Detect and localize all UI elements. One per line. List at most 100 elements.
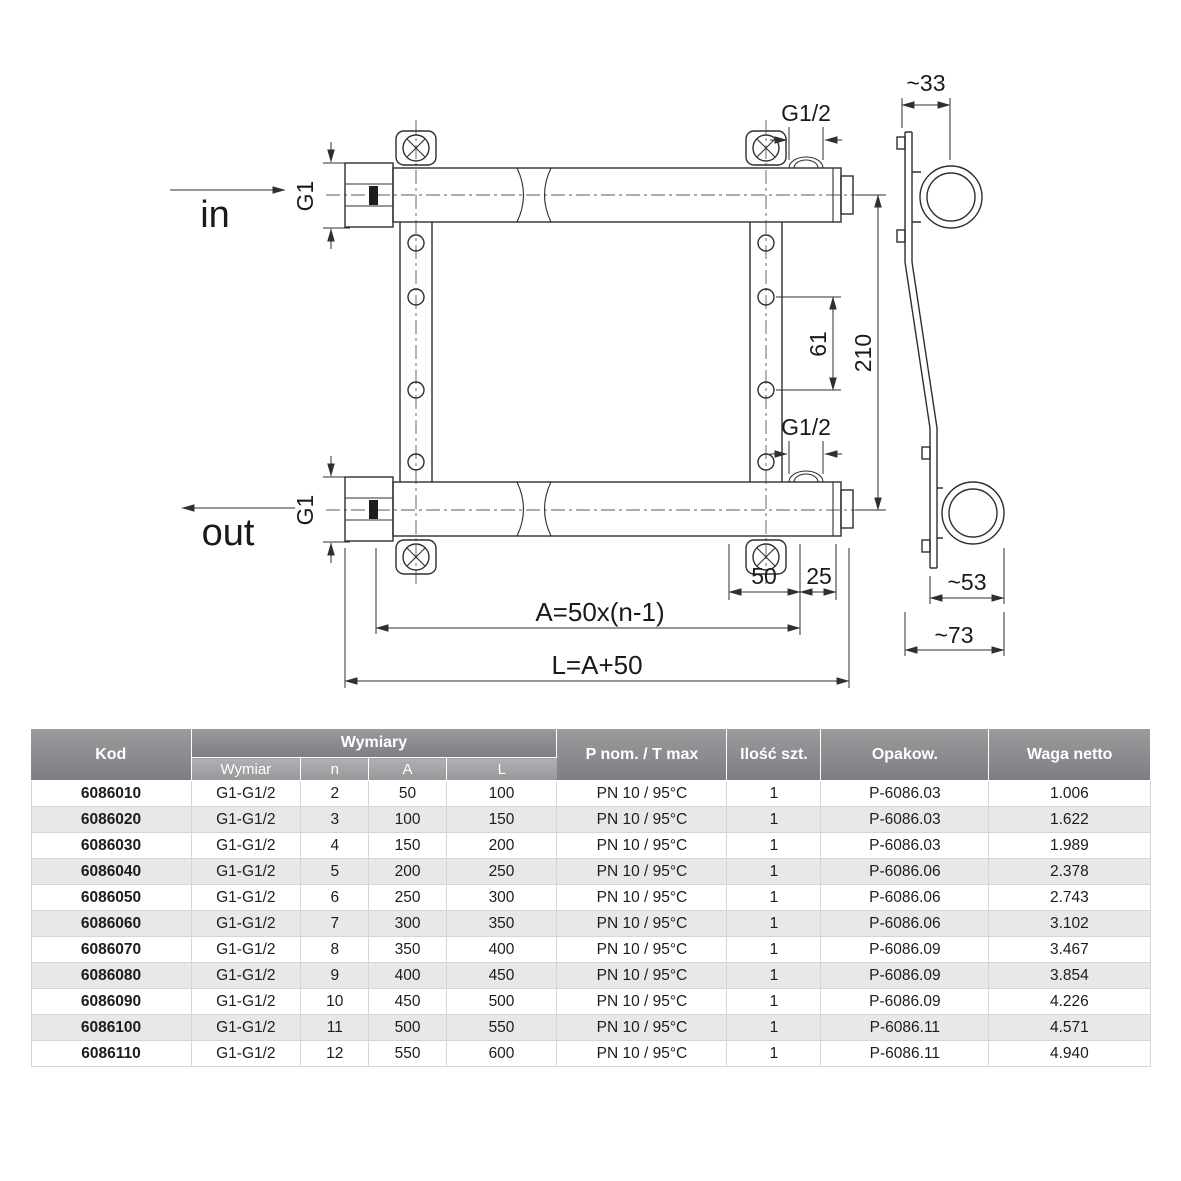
table-cell: 150 <box>368 832 447 859</box>
table-cell: 300 <box>445 884 558 911</box>
dim-label-g12-top: G1/2 <box>781 100 831 126</box>
dim-210 <box>856 194 886 511</box>
table-cell: 1 <box>726 780 822 807</box>
table-cell: 350 <box>368 936 447 963</box>
table-cell: PN 10 / 95°C <box>556 910 728 937</box>
table-cell: G1-G1/2 <box>190 988 302 1015</box>
dim-label-53: ~53 <box>947 569 986 595</box>
table-cell: 1.006 <box>988 780 1151 807</box>
table-cell: P-6086.03 <box>820 832 990 859</box>
table-cell: 200 <box>368 858 447 885</box>
table-cell: P-6086.11 <box>820 1040 990 1067</box>
table-cell: P-6086.11 <box>820 1014 990 1041</box>
table-cell: 1 <box>726 832 822 859</box>
table-cell: 1 <box>726 806 822 833</box>
table-cell: 6086070 <box>30 936 192 963</box>
dim-61 <box>776 296 841 391</box>
table-cell: PN 10 / 95°C <box>556 832 728 859</box>
table-cell: 100 <box>445 780 558 807</box>
table-cell: 400 <box>368 962 447 989</box>
table-cell: 6086080 <box>30 962 192 989</box>
col-header-wymiary: Wymiary <box>191 729 558 758</box>
g1-dim-bottom <box>323 456 350 563</box>
spec-table-header: Kod Wymiary P nom. / T max Ilość szt. Op… <box>31 729 1150 781</box>
table-cell: G1-G1/2 <box>190 832 302 859</box>
table-cell: 350 <box>445 910 558 937</box>
table-cell: G1-G1/2 <box>190 806 302 833</box>
technical-drawing: in out G1 G1 G1/2 <box>170 70 1005 688</box>
table-cell: 11 <box>300 1014 370 1041</box>
col-subheader-wymiar: Wymiar <box>191 757 302 781</box>
dim-73 <box>904 612 1005 656</box>
dim-label-g1-top: G1 <box>292 181 318 212</box>
table-cell: 250 <box>445 858 558 885</box>
dim-53 <box>929 548 1005 604</box>
dim-l <box>344 548 850 688</box>
table-cell: G1-G1/2 <box>190 962 302 989</box>
table-cell: 6086110 <box>30 1040 192 1067</box>
table-cell: 550 <box>445 1014 558 1041</box>
table-cell: G1-G1/2 <box>190 884 302 911</box>
table-cell: 450 <box>368 988 447 1015</box>
table-cell: 9 <box>300 962 370 989</box>
g12-dim-top <box>770 127 842 160</box>
col-header-pnom: P nom. / T max <box>556 729 728 781</box>
table-cell: 100 <box>368 806 447 833</box>
table-cell: 4.940 <box>988 1040 1151 1067</box>
table-cell: 8 <box>300 936 370 963</box>
table-cell: 3 <box>300 806 370 833</box>
right-bracket <box>745 130 787 575</box>
table-cell: PN 10 / 95°C <box>556 936 728 963</box>
table-cell: 450 <box>445 962 558 989</box>
centerlines <box>326 120 866 585</box>
table-cell: 300 <box>368 910 447 937</box>
col-subheader-a: A <box>368 757 447 781</box>
table-cell: 150 <box>445 806 558 833</box>
top-manifold-pipe <box>344 156 854 228</box>
table-cell: PN 10 / 95°C <box>556 858 728 885</box>
col-header-opakow: Opakow. <box>820 729 990 781</box>
table-cell: 6086100 <box>30 1014 192 1041</box>
col-header-waga: Waga netto <box>988 729 1150 781</box>
table-cell: 1 <box>726 1014 822 1041</box>
g1-dim-top <box>323 142 350 249</box>
dim-label-l: L=A+50 <box>551 650 642 680</box>
table-cell: 2.378 <box>988 858 1151 885</box>
label-flow-in: in <box>200 194 230 236</box>
table-cell: PN 10 / 95°C <box>556 780 728 807</box>
table-cell: 7 <box>300 910 370 937</box>
dim-label-50: 50 <box>751 563 777 589</box>
table-cell: 1 <box>726 858 822 885</box>
table-cell: 3.467 <box>988 936 1151 963</box>
table-cell: 4.226 <box>988 988 1151 1015</box>
table-cell: 6 <box>300 884 370 911</box>
table-cell: 12 <box>300 1040 370 1067</box>
side-view <box>896 131 1005 569</box>
table-cell: 1 <box>726 1040 822 1067</box>
table-cell: P-6086.03 <box>820 806 990 833</box>
table-cell: 50 <box>368 780 447 807</box>
table-cell: 3.854 <box>988 962 1151 989</box>
table-cell: P-6086.03 <box>820 780 990 807</box>
col-header-kod: Kod <box>31 729 192 781</box>
table-cell: 6086040 <box>30 858 192 885</box>
table-cell: 1 <box>726 988 822 1015</box>
table-cell: 600 <box>445 1040 558 1067</box>
drawing-area: in out G1 G1 G1/2 <box>170 70 1005 688</box>
col-header-ilosc: Ilość szt. <box>726 729 822 781</box>
col-subheader-l: L <box>446 757 557 781</box>
table-cell: 6086030 <box>30 832 192 859</box>
table-cell: 1 <box>726 884 822 911</box>
table-cell: G1-G1/2 <box>190 910 302 937</box>
table-cell: 500 <box>445 988 558 1015</box>
table-cell: PN 10 / 95°C <box>556 806 728 833</box>
table-cell: P-6086.06 <box>820 910 990 937</box>
